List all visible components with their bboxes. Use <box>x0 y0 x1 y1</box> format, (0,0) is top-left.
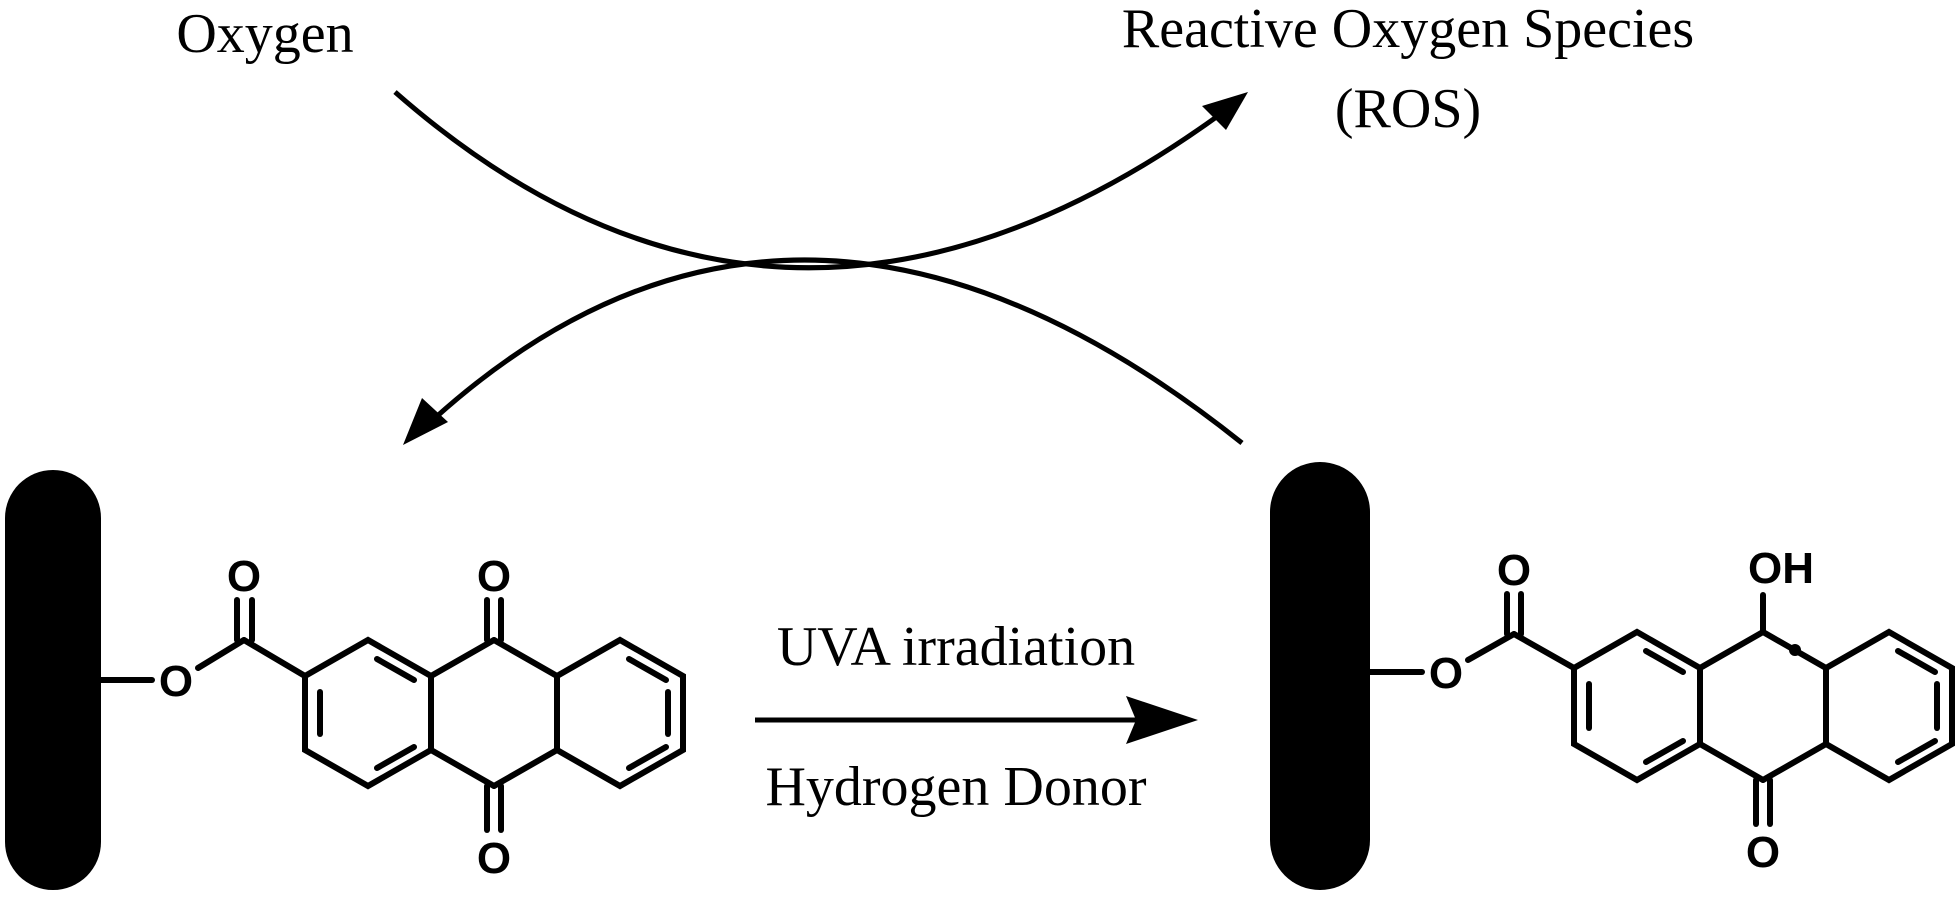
radical-dot <box>1789 644 1801 656</box>
radical-ester-oxygen-label: O <box>1429 649 1463 698</box>
ester-oxygen-label: O <box>159 657 193 706</box>
radical-bottom-oxygen-label: O <box>1746 828 1780 877</box>
oxygen-label: Oxygen <box>176 3 353 65</box>
quinone-bottom-oxygen-label: O <box>477 834 511 883</box>
radical-ester-carbonyl-oxygen-label: O <box>1497 546 1531 595</box>
ester-carbonyl-oxygen-label: O <box>227 552 261 601</box>
regeneration-arrow <box>403 257 1244 445</box>
semiquinone-radical-molecule <box>1367 591 1955 827</box>
reaction-arrow <box>755 696 1198 744</box>
uva-irradiation-label: UVA irradiation <box>777 616 1135 678</box>
right-support-bar <box>1270 462 1370 890</box>
oxygen-to-ros-arrow <box>393 90 1248 271</box>
quinone-top-oxygen-label: O <box>477 552 511 601</box>
hydroxyl-label: OH <box>1748 544 1814 593</box>
left-support-bar <box>5 470 101 890</box>
hydrogen-donor-label: Hydrogen Donor <box>765 756 1146 818</box>
anthraquinone-ester-molecule <box>98 597 686 833</box>
ros-label-line2: (ROS) <box>1335 78 1481 140</box>
ros-label-line1: Reactive Oxygen Species <box>1122 0 1694 60</box>
